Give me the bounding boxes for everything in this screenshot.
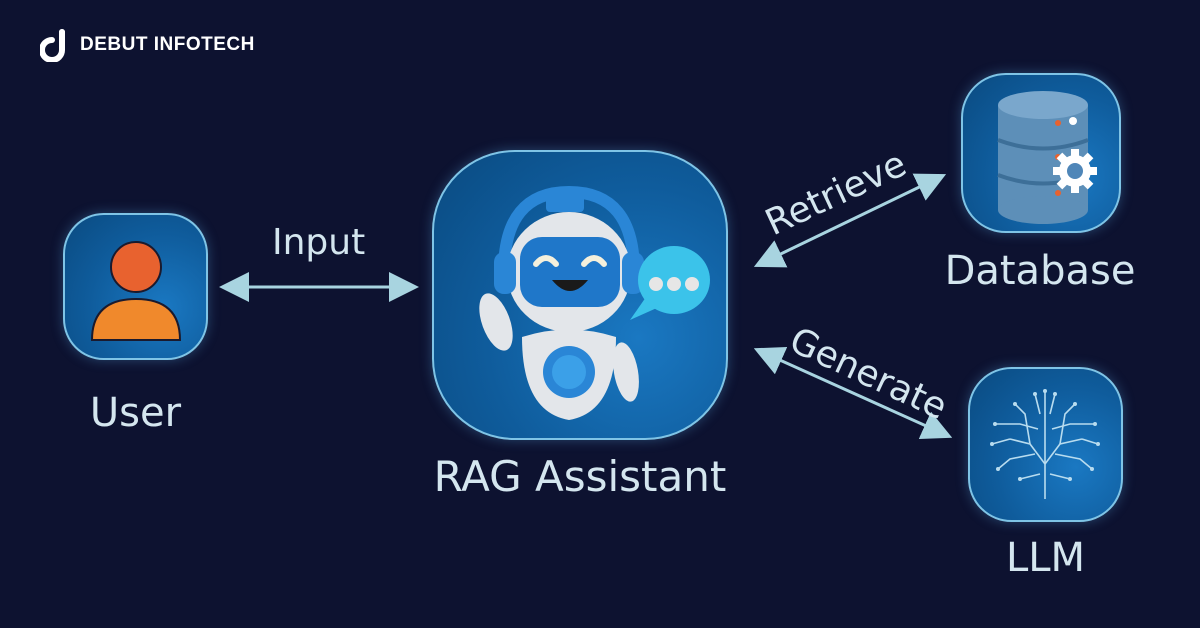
assistant-label: RAG Assistant — [433, 452, 727, 501]
retrieve-arrow — [753, 173, 947, 268]
user-node — [63, 213, 208, 360]
user-icon — [90, 241, 182, 341]
database-gear-icon — [997, 91, 1097, 224]
assistant-node — [432, 150, 728, 440]
robot-icon — [479, 185, 710, 420]
debut-infotech-logo-icon — [40, 29, 65, 62]
database-label: Database — [944, 248, 1136, 294]
llm-node — [968, 367, 1123, 522]
generate-arrow — [753, 346, 953, 440]
llm-label: LLM — [1005, 535, 1086, 581]
user-label: User — [89, 390, 182, 436]
brand-logo: DEBUT INFOTECH — [40, 28, 255, 62]
brain-circuit-icon — [990, 389, 1100, 499]
database-node — [961, 73, 1121, 233]
input-label: Input — [272, 222, 366, 263]
brand-name: DEBUT INFOTECH — [80, 34, 255, 55]
